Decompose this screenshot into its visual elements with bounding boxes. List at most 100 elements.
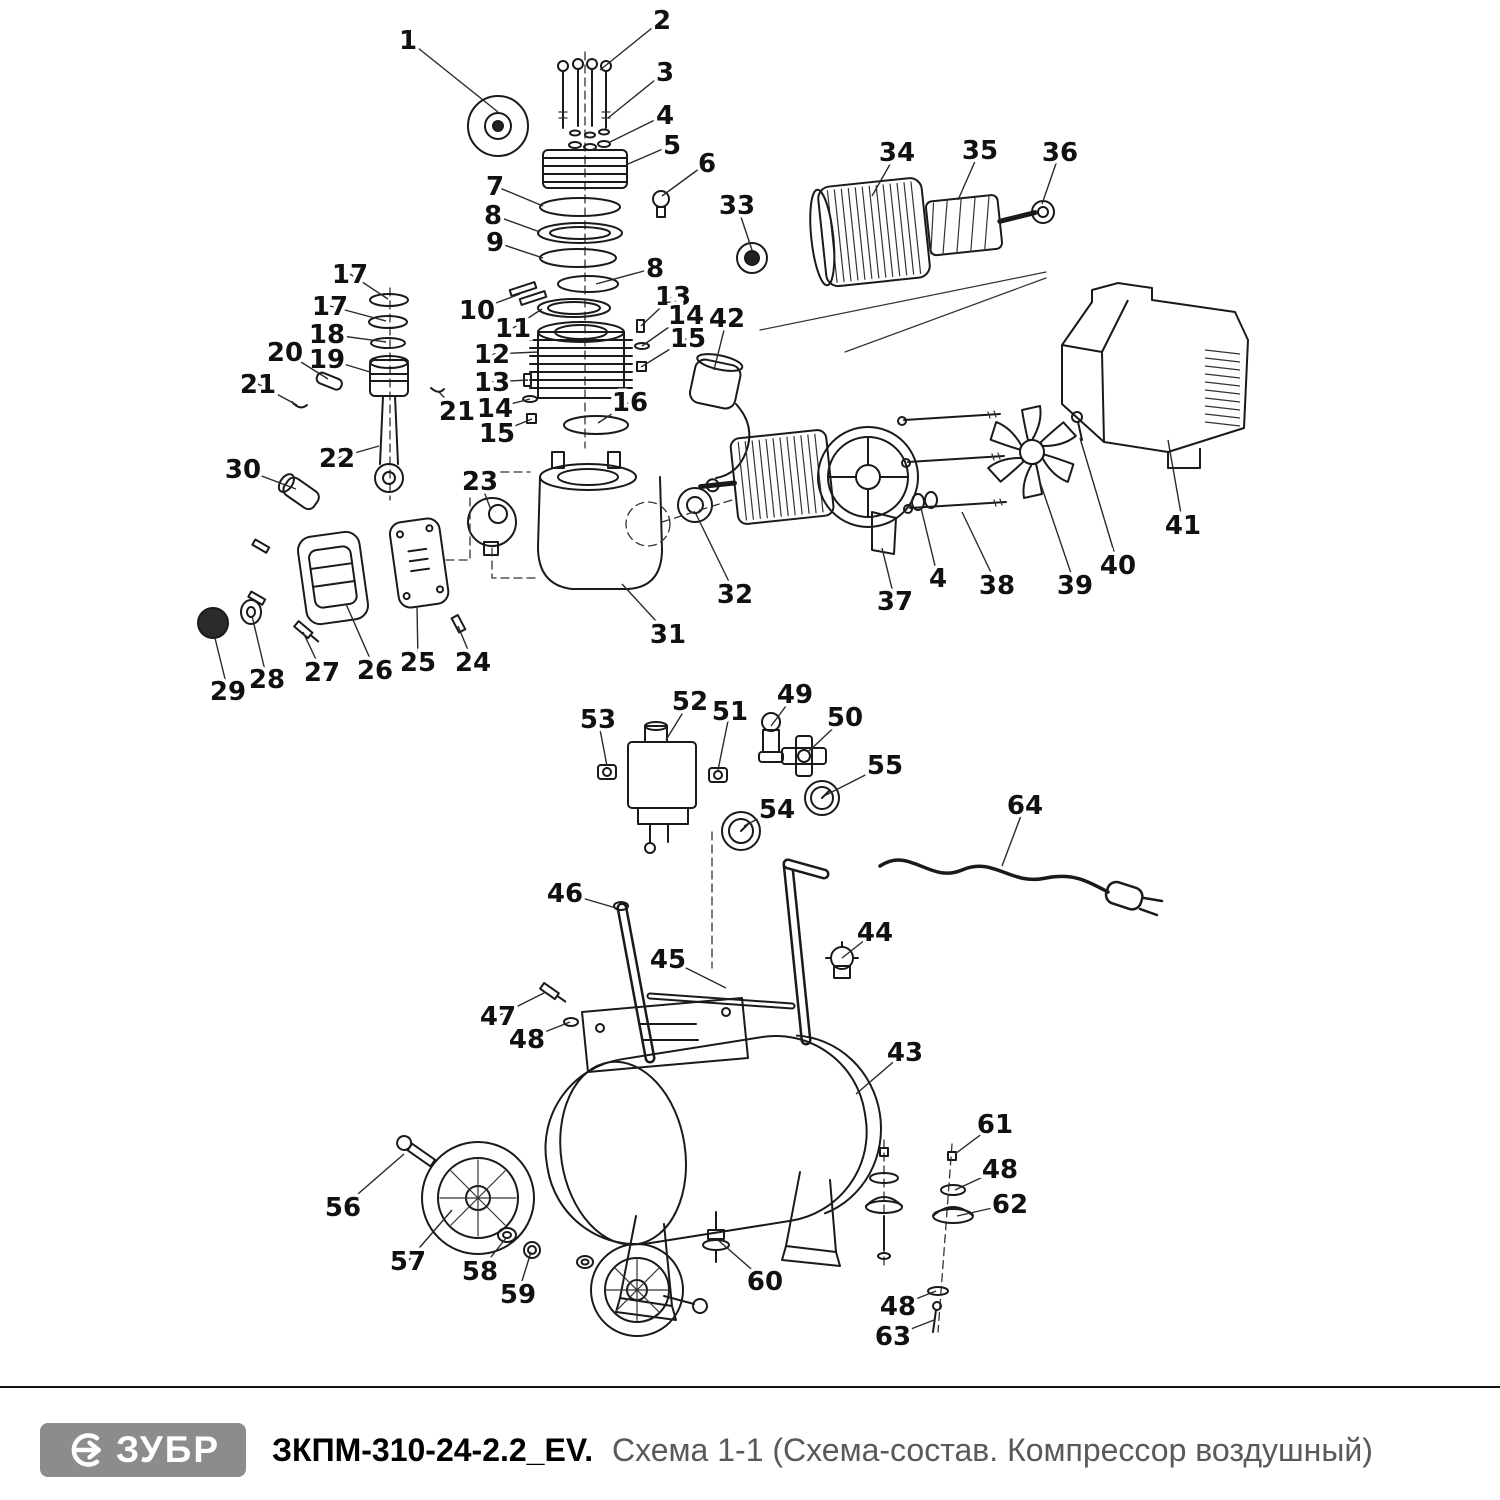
- pressure-switch-assembly: [597, 712, 840, 969]
- leader-line-15-15: [640, 337, 689, 368]
- leader-line-17-22: [329, 305, 387, 322]
- leader-line-19-24: [326, 358, 371, 373]
- leader-line-60-67: [717, 1239, 766, 1282]
- leader-line-34-40: [871, 151, 898, 197]
- leader-line-4-44: [920, 507, 939, 579]
- leader-line-37-43: [881, 547, 896, 602]
- part-number-47-60: 47: [480, 1002, 516, 1032]
- part-number-31-37: 31: [650, 620, 686, 650]
- leader-line-1-0: [407, 39, 499, 113]
- part-number-37-43: 37: [877, 587, 913, 617]
- part-number-39-46: 39: [1057, 571, 1093, 601]
- leader-line-31-37: [621, 583, 669, 635]
- leader-line-16-20: [597, 401, 631, 424]
- leader-line-39-46: [1039, 481, 1076, 586]
- crankcase-assembly: [197, 451, 713, 643]
- part-number-14-14: 14: [668, 301, 704, 331]
- brand-logo: ЗУБР: [40, 1423, 246, 1477]
- part-number-17-21: 17: [332, 260, 368, 290]
- part-number-46-57: 46: [547, 879, 583, 909]
- part-number-14-18: 14: [477, 394, 513, 424]
- part-number-13-13: 13: [655, 282, 691, 312]
- part-number-10-10: 10: [459, 296, 495, 326]
- part-number-62-70: 62: [992, 1190, 1028, 1220]
- part-number-32-38: 32: [717, 580, 753, 610]
- leader-line-42-16: [713, 317, 728, 371]
- part-number-55-54: 55: [867, 751, 903, 781]
- leader-line-14-18: [494, 398, 531, 409]
- leader-line-14-14: [641, 314, 687, 347]
- leader-line-17-21: [349, 273, 389, 300]
- leader-line-59-66: [517, 1251, 532, 1295]
- leader-line-13-13: [640, 295, 674, 327]
- tank-assembly: [539, 858, 883, 1321]
- part-number-61-68: 61: [977, 1110, 1013, 1140]
- part-number-20-25: 20: [267, 338, 303, 368]
- part-number-4-3: 4: [656, 101, 674, 131]
- leader-line-12-12: [491, 351, 539, 355]
- leader-line-25-32: [416, 605, 419, 663]
- leader-line-36-42: [1041, 151, 1061, 205]
- leader-line-6-5: [661, 162, 708, 197]
- part-number-43-62: 43: [887, 1038, 923, 1068]
- part-number-23-29: 23: [462, 467, 498, 497]
- leader-line-13-17: [491, 379, 529, 383]
- leader-line-22-28: [336, 445, 380, 459]
- leader-line-47-60: [497, 991, 547, 1017]
- leader-line-32-38: [694, 511, 736, 595]
- leader-line-23-29: [479, 480, 492, 511]
- part-number-8-7: 8: [484, 201, 502, 231]
- part-number-50-53: 50: [827, 703, 863, 733]
- leader-line-8-7: [492, 214, 541, 233]
- part-number-1-0: 1: [399, 26, 417, 56]
- part-number-4-44: 4: [929, 564, 947, 594]
- part-number-35-41: 35: [962, 136, 998, 166]
- part-number-2-1: 2: [653, 6, 671, 36]
- part-number-28-35: 28: [249, 665, 285, 695]
- part-number-25-32: 25: [400, 648, 436, 678]
- part-number-41-48: 41: [1165, 511, 1201, 541]
- leader-line-50-53: [807, 716, 846, 753]
- part-number-3-2: 3: [656, 58, 674, 88]
- leader-line-41-48: [1167, 439, 1184, 526]
- part-number-27-34: 27: [304, 658, 340, 688]
- leader-line-7-6: [494, 185, 544, 207]
- leader-line-33-39: [736, 204, 753, 251]
- diagram-caption: ЗКПМ-310-24-2.2_EV. Схема 1-1 (Схема-сос…: [272, 1432, 1373, 1469]
- part-number-21-27: 21: [439, 397, 475, 427]
- leader-line-21-26: [257, 383, 298, 406]
- brand-name: ЗУБР: [115, 1429, 221, 1470]
- part-number-18-23: 18: [309, 320, 345, 350]
- feet-parts: [865, 1139, 974, 1333]
- leader-line-30-30: [242, 468, 297, 490]
- leader-line-9-8: [494, 241, 544, 259]
- part-number-22-28: 22: [319, 444, 355, 474]
- part-number-29-36: 29: [210, 677, 246, 707]
- pump-head-assembly: [467, 51, 751, 479]
- part-number-54-55: 54: [759, 795, 795, 825]
- part-number-30-30: 30: [225, 455, 261, 485]
- leader-line-4-3: [609, 114, 666, 143]
- leader-line-62-70: [956, 1203, 1011, 1217]
- part-number-42-16: 42: [709, 304, 745, 334]
- part-number-56-63: 56: [325, 1193, 361, 1223]
- part-number-58-65: 58: [462, 1257, 498, 1287]
- scheme-title: Схема 1-1 (Схема-состав. Компрессор возд…: [612, 1431, 1373, 1468]
- wheel-assembly: [396, 1134, 708, 1337]
- leader-line-8-9: [595, 267, 656, 285]
- leader-line-56-63: [342, 1153, 405, 1208]
- part-number-49-52: 49: [777, 680, 813, 710]
- leader-line-61-68: [954, 1123, 996, 1155]
- part-number-40-47: 40: [1100, 551, 1136, 581]
- leader-line-40-47: [1079, 437, 1119, 566]
- leader-line-35-41: [957, 149, 981, 201]
- part-number-9-8: 9: [486, 228, 504, 258]
- leader-line-45-59: [667, 958, 727, 989]
- part-number-13-17: 13: [474, 368, 510, 398]
- zubr-arrow-icon: [71, 1433, 101, 1467]
- part-number-60-67: 60: [747, 1267, 783, 1297]
- leader-line-54-55: [743, 808, 778, 827]
- leader-line-3-2: [607, 71, 666, 119]
- leader-line-44-58: [841, 931, 876, 959]
